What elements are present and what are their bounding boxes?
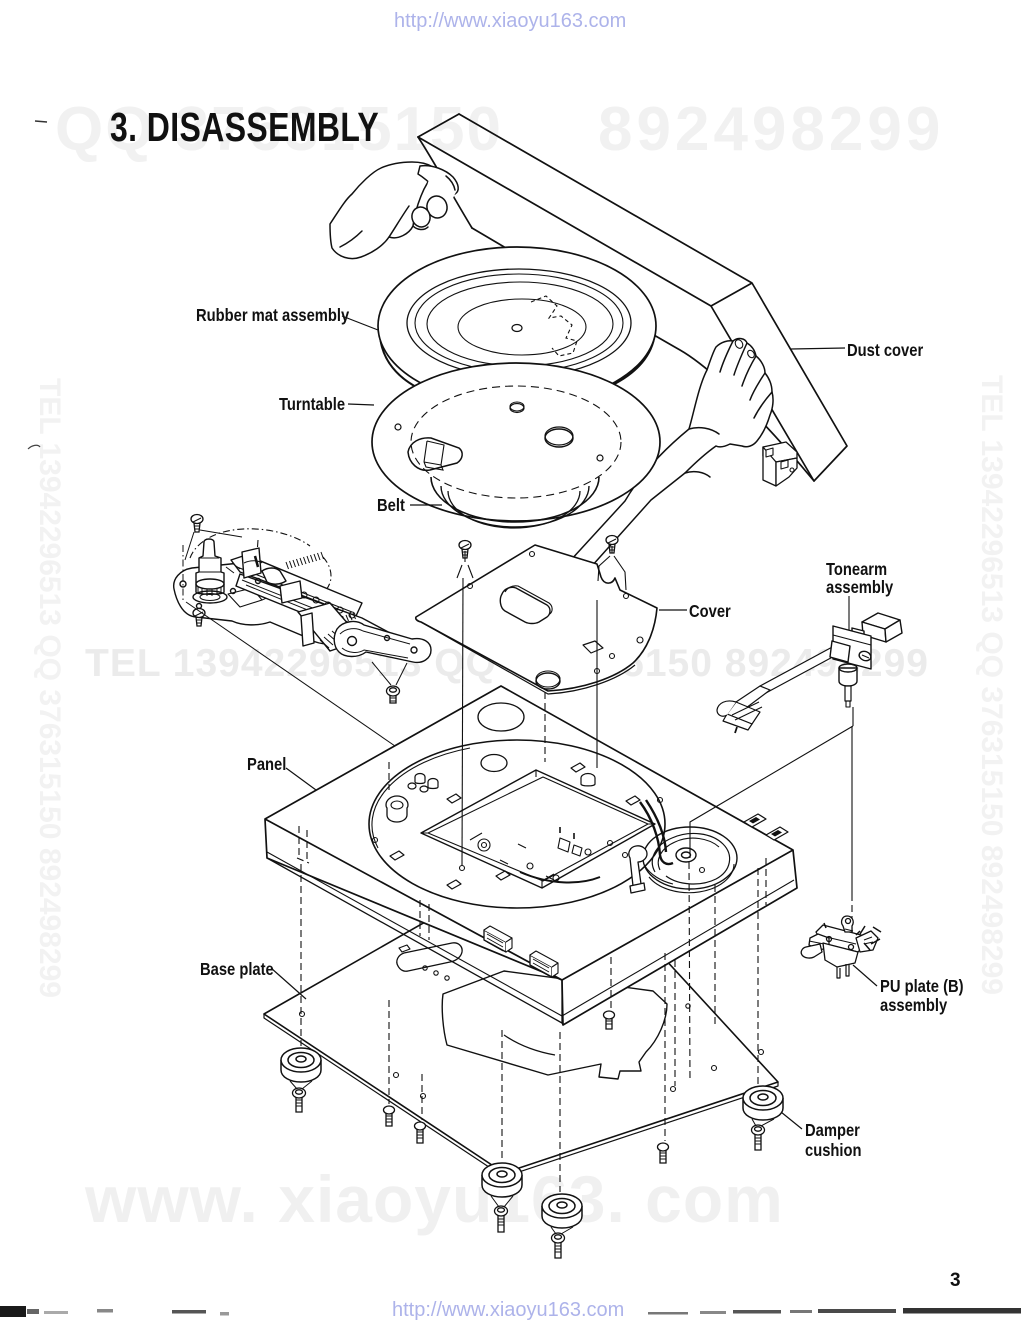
svg-text:Rubber mat assembly: Rubber mat assembly (196, 306, 350, 326)
svg-text:assembly: assembly (880, 996, 948, 1016)
svg-text:assembly: assembly (826, 578, 894, 598)
svg-text:Dust cover: Dust cover (847, 341, 924, 361)
svg-text:Belt: Belt (377, 496, 405, 516)
svg-text:Tonearm: Tonearm (826, 560, 887, 580)
svg-text:Panel: Panel (247, 755, 286, 775)
svg-text:cushion: cushion (805, 1141, 862, 1161)
svg-text:Turntable: Turntable (279, 395, 345, 415)
svg-text:QQ 376315150: QQ 376315150 (55, 95, 503, 164)
svg-text:PU plate (B): PU plate (B) (880, 977, 964, 997)
svg-text:http://www.xiaoyu163.com: http://www.xiaoyu163.com (392, 1299, 624, 1320)
svg-text:Damper: Damper (805, 1121, 860, 1141)
svg-text:Base plate: Base plate (200, 960, 274, 980)
svg-text:http://www.xiaoyu163.com: http://www.xiaoyu163.com (394, 10, 626, 32)
svg-text:www. xiaoyu163. com: www. xiaoyu163. com (84, 1162, 784, 1236)
svg-text:892498299: 892498299 (598, 95, 944, 164)
svg-text:TEL 13942296513 QQ 376315150 8: TEL 13942296513 QQ 376315150 892498299 (33, 378, 66, 998)
svg-text:Cover: Cover (689, 602, 731, 622)
svg-text:3: 3 (950, 1270, 961, 1291)
svg-text:3.DISASSEMBLY: 3.DISASSEMBLY (110, 104, 379, 150)
svg-text:TEL 13942296513 QQ 376315150 8: TEL 13942296513 QQ 376315150 892498299 (975, 375, 1008, 995)
